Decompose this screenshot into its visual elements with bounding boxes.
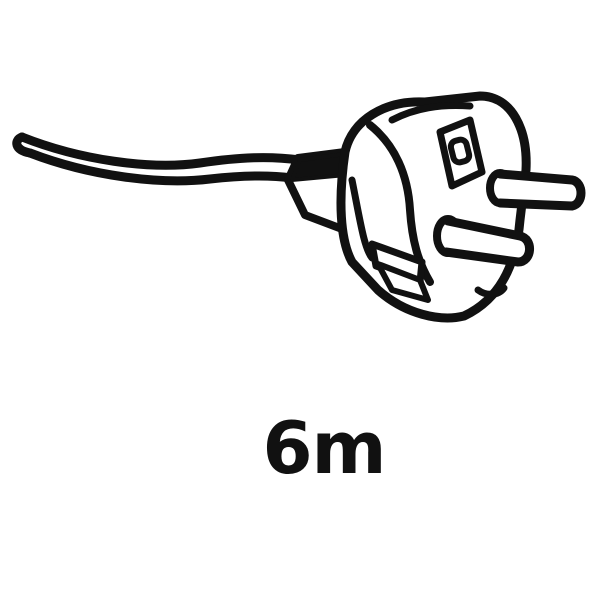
power-plug-with-cable-icon	[12, 91, 586, 323]
cable-length-label: 6m	[262, 406, 386, 490]
